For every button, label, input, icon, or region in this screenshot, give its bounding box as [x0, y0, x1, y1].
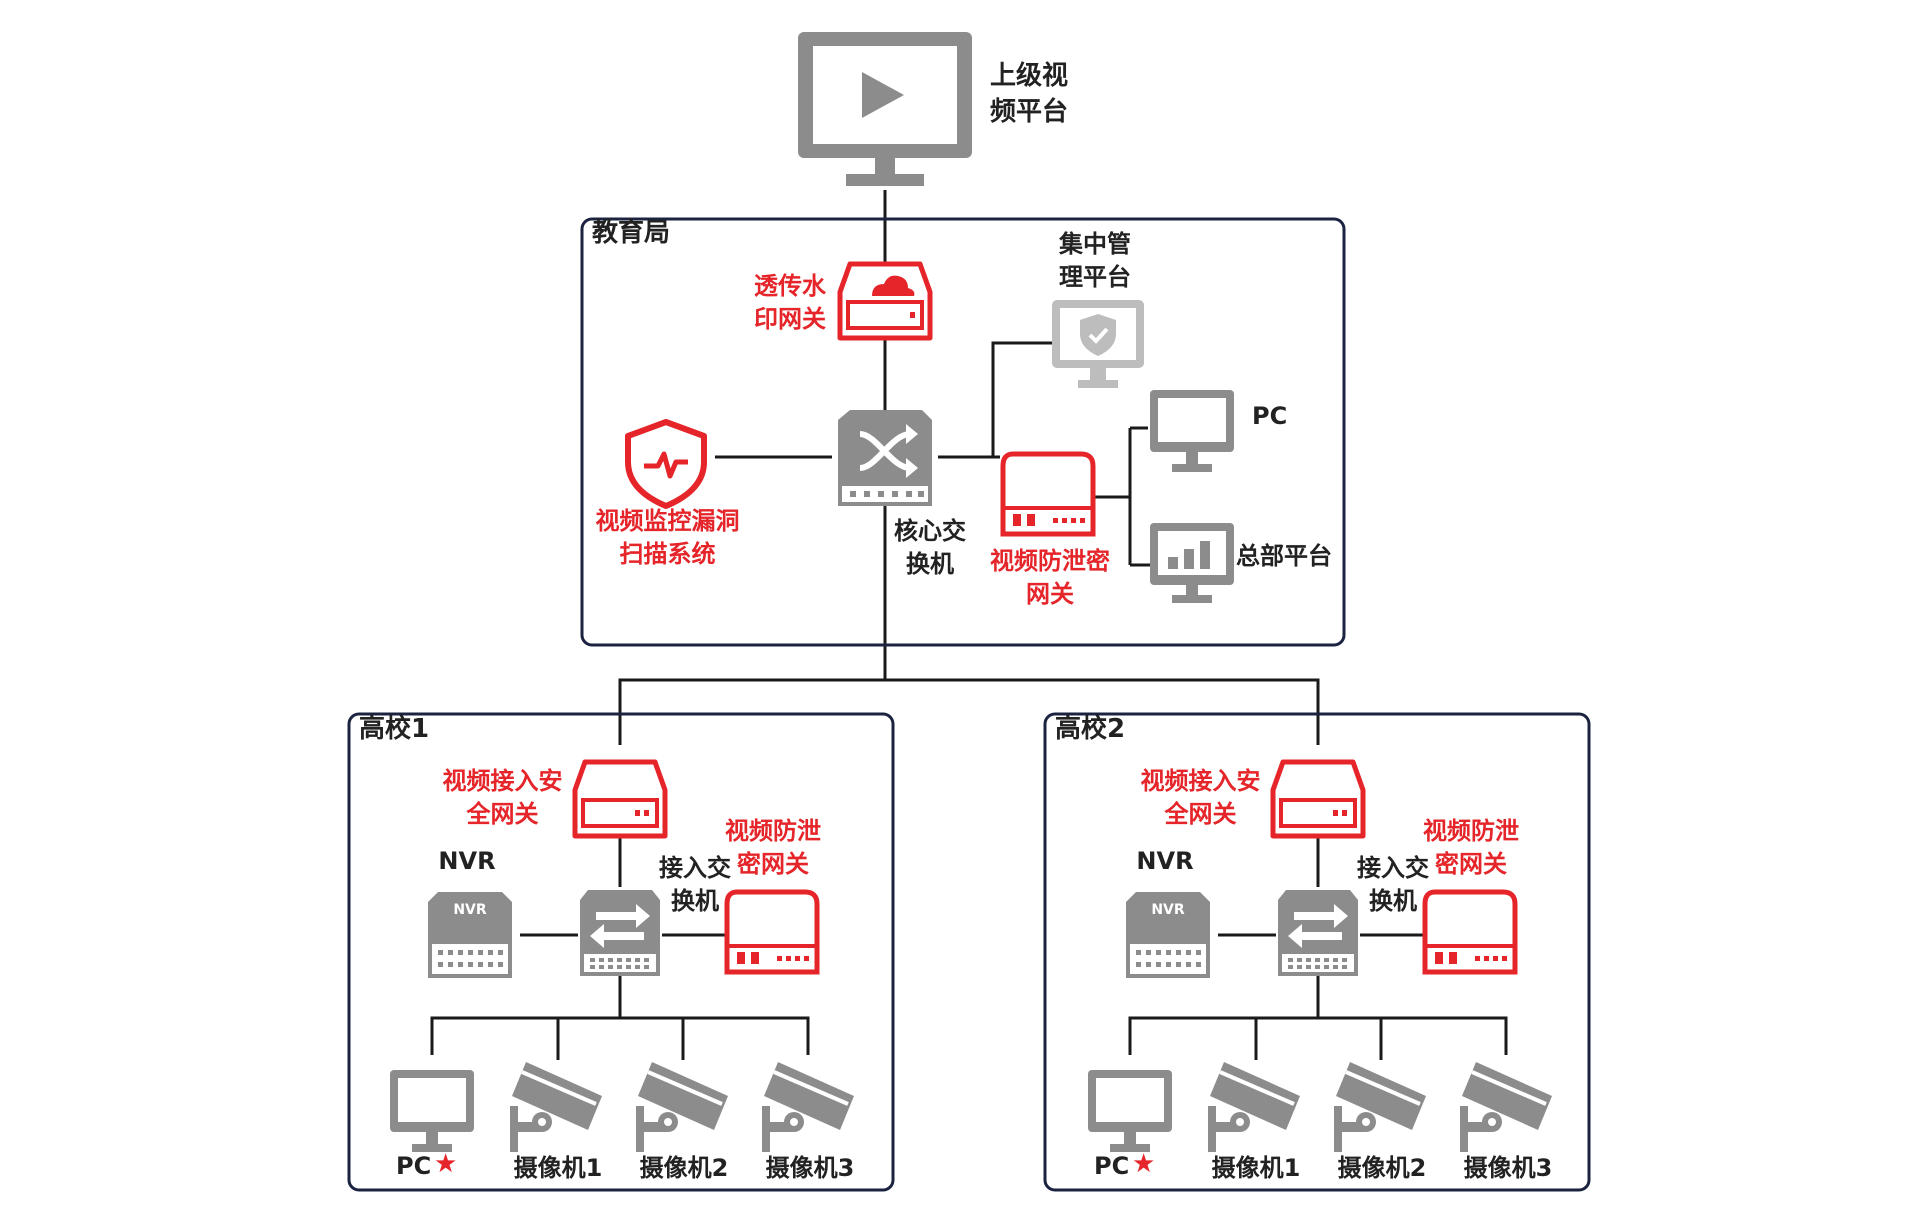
pc-label: PC: [396, 1152, 432, 1180]
top-platform-label: 上级视 频平台: [990, 61, 1069, 127]
watermark-gateway-label: 透传水 印网关: [754, 272, 826, 333]
access-gateway-label: 视频接入安 全网关: [1140, 767, 1261, 828]
access-switch-label: 接入交 换机: [659, 854, 731, 915]
anti-leak-gateway-icon: [1003, 454, 1093, 534]
star-icon: ★: [1132, 1149, 1156, 1179]
nvr-label: NVR: [438, 847, 496, 875]
camera-icon: [760, 1060, 856, 1154]
anti-leak-gateway-label: 视频防泄 密网关: [1423, 817, 1519, 878]
pc-label: PC: [1094, 1152, 1130, 1180]
camera-icon: [1458, 1060, 1554, 1154]
monitor-play-icon: [798, 32, 972, 186]
access-gateway-icon: [1273, 762, 1363, 836]
anti-leak-gateway-icon: [727, 892, 817, 972]
camera-icon: [1332, 1060, 1428, 1154]
watermark-gateway-icon: [837, 261, 933, 341]
nvr-label: NVR: [1136, 847, 1194, 875]
nvr-badge: NVR: [453, 902, 487, 918]
camera-icon: [634, 1060, 730, 1154]
scanner-shield-icon: [625, 419, 707, 509]
hq-platform-label: 总部平台: [1236, 542, 1332, 570]
edu-bureau-zone: [580, 217, 1346, 647]
camera-icon: [508, 1060, 604, 1154]
camera-label: 摄像机2: [1337, 1154, 1427, 1182]
camera-label: 摄像机3: [1463, 1154, 1553, 1182]
anti-leak-gateway-label: 视频防泄 密网关: [725, 817, 821, 878]
access-gateway-label: 视频接入安 全网关: [442, 767, 563, 828]
camera-label: 摄像机2: [639, 1154, 729, 1182]
camera-label: 摄像机1: [1211, 1154, 1301, 1182]
pc-monitor-icon: [390, 1070, 474, 1152]
camera-label: 摄像机1: [513, 1154, 603, 1182]
pc-label: PC: [1252, 402, 1288, 430]
anti-leak-gateway-icon: [1425, 892, 1515, 972]
core-switch-label: 核心交 换机: [894, 517, 966, 578]
campus-title: 高校2: [1055, 714, 1126, 744]
access-switch-icon: [580, 890, 660, 976]
camera-label: 摄像机3: [765, 1154, 855, 1182]
access-switch-label: 接入交 换机: [1357, 854, 1429, 915]
central-mgmt-label: 集中管 理平台: [1059, 230, 1131, 291]
campus-1-zone: [347, 712, 895, 1192]
nvr-badge: NVR: [1151, 902, 1185, 918]
central-mgmt-icon: [1052, 300, 1144, 388]
access-gateway-icon: [575, 762, 665, 836]
campus-title: 高校1: [359, 714, 430, 744]
access-switch-icon: [1278, 890, 1358, 976]
scanner-label: 视频监控漏洞 扫描系统: [595, 507, 740, 568]
pc-monitor-icon: [1088, 1070, 1172, 1152]
core-switch-icon: [838, 410, 932, 506]
camera-icon: [1206, 1060, 1302, 1154]
pc-monitor-icon: [1150, 390, 1234, 472]
campus-2-zone: [1043, 712, 1591, 1192]
hq-platform-icon: [1150, 523, 1234, 603]
star-icon: ★: [434, 1149, 458, 1179]
anti-leak-gateway-label: 视频防泄密 网关: [990, 547, 1110, 608]
edu-bureau-title: 教育局: [592, 218, 671, 248]
